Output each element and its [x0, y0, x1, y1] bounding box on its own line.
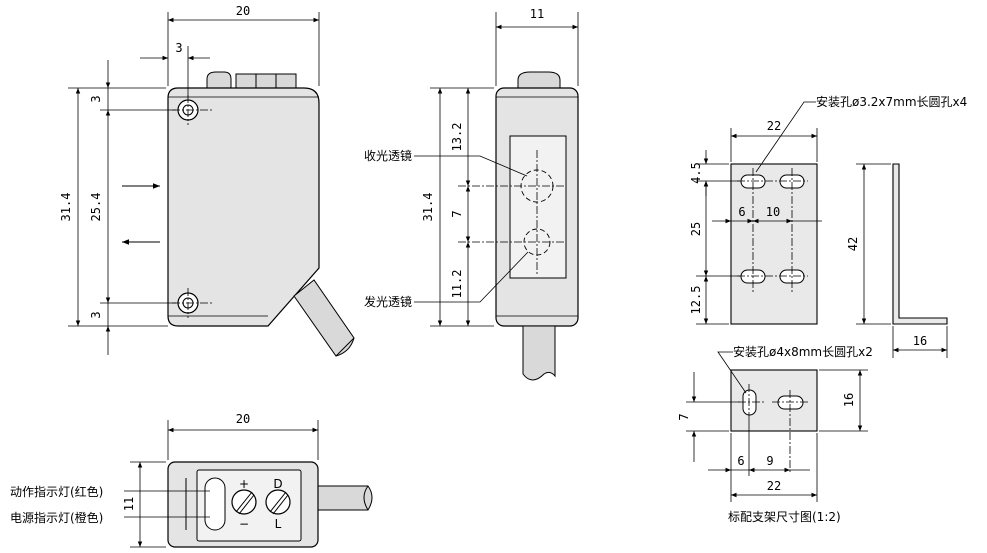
- front-width-dim: 20: [236, 4, 250, 18]
- emitter-lens-label: 发光透镜: [364, 294, 412, 309]
- indicator-red-label: 动作指示灯(红色): [10, 484, 103, 499]
- front-hole-offset-dim: 3: [175, 41, 182, 55]
- bracket-caption: 标配支架尺寸图(1:2): [728, 510, 841, 524]
- side-width-dim: 11: [530, 7, 544, 21]
- bracket-dim-25: 25: [689, 222, 703, 236]
- side-view: 11 31.4 13.2 7 11.2 收光透镜 发光透镜: [364, 7, 579, 381]
- side-height-dim: 31.4: [421, 193, 435, 222]
- indicator-window: [204, 477, 226, 531]
- indicator-orange-label: 电源指示灯(橙色): [10, 510, 103, 525]
- top-width-dim: 20: [236, 412, 250, 426]
- front-view: 20 3 31.4 25.4 3 3: [59, 4, 355, 357]
- cable-front: [293, 279, 355, 357]
- bracket-dim-6: 6: [738, 205, 745, 219]
- side-dim-11-2: 11.2: [450, 270, 464, 299]
- sensor-body-front: [167, 87, 320, 327]
- top-view: + − D L 20 11 动作指示灯(红色) 电源指示灯(橙色): [10, 412, 373, 548]
- bracket-front: 22 安装孔ø3.2x7mm长圆孔x4 4.5 25 12.5 6 10: [689, 94, 967, 325]
- knob-d-symbol: D: [273, 477, 282, 491]
- side-dim-13-2: 13.2: [450, 123, 464, 152]
- bracket-slot-note-2: 安装孔ø4x8mm长圆孔x2: [733, 344, 873, 359]
- bracket-dim-16-vertical: 16: [842, 393, 856, 407]
- front-bottom-margin-dim: 3: [89, 311, 103, 318]
- bracket-dim-9: 9: [766, 454, 773, 468]
- bracket-dim-7: 7: [677, 413, 691, 420]
- bracket-dim-16-horizontal: 16: [913, 334, 927, 348]
- front-top-margin-dim: 3: [89, 95, 103, 102]
- side-dim-7: 7: [450, 210, 464, 217]
- bracket-base: 安装孔ø4x8mm长圆孔x2 7 16 6 9 22 标配支架尺寸图(1:2): [677, 344, 873, 524]
- bracket-dim-4-5: 4.5: [689, 162, 703, 184]
- bracket-dim-12-5: 12.5: [689, 286, 703, 315]
- bracket-dim-6-base: 6: [737, 454, 744, 468]
- bracket-dim-42: 42: [846, 237, 860, 251]
- bracket-width-dim: 22: [767, 119, 781, 133]
- knob-l-symbol: L: [275, 517, 282, 531]
- bracket-plate: [730, 163, 818, 325]
- bracket-slot-note-4: 安装孔ø3.2x7mm长圆孔x4: [816, 94, 967, 109]
- top-height-dim: 11: [122, 497, 136, 511]
- lens-window: [509, 135, 567, 279]
- knob-plus-symbol: +: [239, 477, 249, 491]
- knob-minus-symbol: −: [239, 517, 249, 531]
- front-hole-pitch-dim: 25.4: [89, 193, 103, 222]
- cable-side: [522, 325, 556, 381]
- receiver-lens-label: 收光透镜: [364, 148, 412, 163]
- bracket-l-profile: [892, 163, 948, 325]
- front-height-dim: 31.4: [59, 193, 73, 222]
- bracket-dim-22-base: 22: [767, 479, 781, 493]
- bracket-dim-10: 10: [766, 205, 780, 219]
- bracket-side: 42 16: [846, 163, 948, 358]
